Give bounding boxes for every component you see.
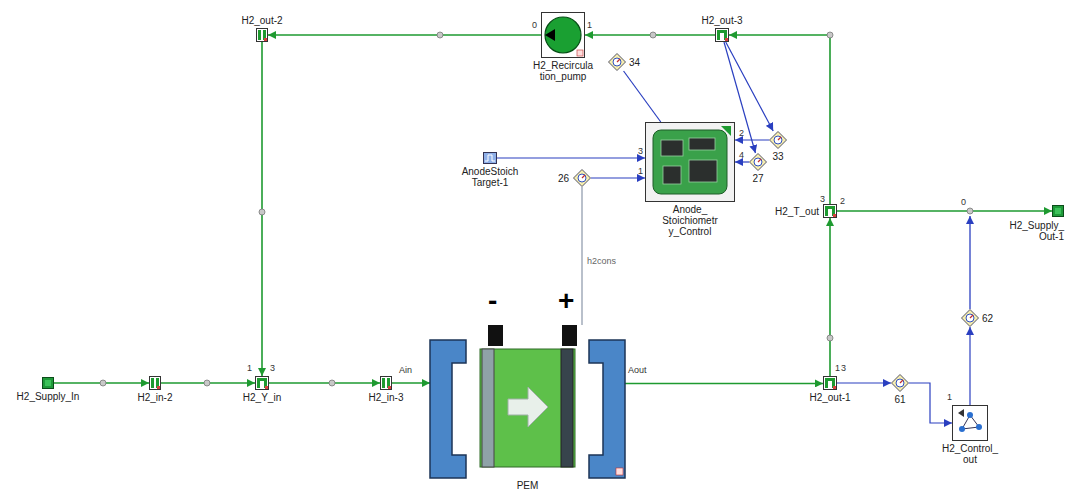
pipe-junction: H2_out-1 — [823, 376, 837, 390]
component-label: H2_in-3 — [368, 392, 403, 403]
port-number: 2 — [739, 128, 744, 138]
signal-line — [591, 177, 645, 178]
port-number: 3 — [270, 363, 275, 373]
signal-source: AnodeStoich Target-1 — [483, 152, 497, 164]
component-label: H2_Control_ out — [938, 443, 1002, 465]
component-label: H2_T_out — [775, 206, 819, 217]
signal-line — [735, 139, 769, 140]
sensor-diamond: 33 — [769, 131, 787, 149]
pipe-junction-icon — [255, 376, 269, 390]
sensor-diamond: 62 — [961, 309, 979, 327]
supply-port-icon — [1052, 205, 1064, 217]
component-label: AnodeStoich Target-1 — [454, 166, 526, 188]
sensor-diamond: 34 — [608, 53, 626, 71]
flow-pipe — [729, 35, 830, 204]
callout-number: 27 — [752, 173, 763, 184]
port-number: 1 — [835, 363, 840, 373]
control-block: H2_Control_ out — [952, 405, 988, 441]
callout-number: 62 — [982, 313, 993, 324]
signal-line — [726, 42, 773, 131]
signal-line — [909, 383, 952, 423]
pipe-junction: H2_Y_in — [255, 376, 269, 390]
pipe-component: H2_in-3 — [380, 376, 392, 390]
pipe-component-icon — [380, 376, 392, 390]
supply-port: H2_Supply_ Out-1 — [1052, 205, 1064, 217]
callout-number: 61 — [894, 394, 905, 405]
port-number: 3 — [638, 146, 643, 156]
port-number: 1 — [638, 166, 643, 176]
signal-source-icon — [483, 152, 497, 164]
sensor-diamond: 26 — [573, 169, 591, 187]
port-number: 2 — [840, 196, 845, 206]
component-label: H2_Supply_ Out-1 — [1002, 220, 1064, 242]
pipe-junction-icon — [823, 204, 837, 218]
port-number: 0 — [532, 20, 537, 30]
sensor-diamond: 61 — [891, 374, 909, 392]
sensor-diamond: 27 — [749, 153, 767, 171]
pipe-component-icon — [149, 376, 161, 390]
signal-name: h2cons — [586, 256, 617, 266]
port-number: 4 — [739, 150, 744, 160]
component-label: H2_Recircula tion_pump — [528, 60, 598, 82]
pipe-junction-icon — [823, 376, 837, 390]
component-label: H2_in-2 — [137, 392, 172, 403]
terminal-sign: + — [558, 286, 574, 315]
signal-line — [581, 187, 582, 325]
port-number: 1 — [947, 392, 952, 402]
pipe-component-icon — [256, 28, 268, 42]
pump-symbol: H2_Recircula tion_pump — [541, 12, 585, 58]
flow-pipe — [837, 210, 1052, 212]
port-number: 1 — [247, 363, 252, 373]
pipe-component: H2_in-2 — [149, 376, 161, 390]
component-label: H2_out-3 — [701, 15, 742, 26]
port-name: Aout — [628, 365, 647, 375]
callout-number: 26 — [558, 173, 569, 184]
port-name: Ain — [399, 365, 412, 375]
signal-line — [735, 161, 749, 162]
signal-wire — [969, 216, 970, 309]
terminal-sign: - — [488, 286, 497, 315]
port-number: 0 — [961, 197, 966, 207]
component-label: H2_Supply_In — [17, 391, 80, 402]
signal-line — [969, 327, 970, 405]
fuel-cell-stack: PEM — [430, 325, 625, 478]
controller-board: Anode_ Stoichiometr y_Control — [645, 122, 735, 202]
supply-port: H2_Supply_In — [42, 377, 54, 389]
signal-line — [837, 382, 891, 383]
flow-pipe — [268, 34, 541, 36]
supply-port-icon — [42, 377, 54, 389]
signal-line — [497, 157, 645, 158]
controller-board-icon — [645, 122, 735, 202]
pump-symbol-icon — [541, 12, 585, 58]
sensor-diamond-icon — [769, 131, 787, 149]
flow-pipe — [829, 218, 831, 376]
flow-pipe — [269, 382, 380, 384]
pipe-junction-icon — [715, 28, 729, 42]
component-label: H2_out-2 — [241, 15, 282, 26]
component-label: H2_out-1 — [809, 392, 850, 403]
port-number: 3 — [841, 363, 846, 373]
callout-number: 33 — [772, 151, 783, 162]
sensor-diamond-icon — [608, 53, 626, 71]
pipe-junction: H2_T_out — [823, 204, 837, 218]
pipe-junction: H2_out-3 — [715, 28, 729, 42]
component-label: H2_Y_in — [243, 392, 281, 403]
component-label: Anode_ Stoichiometr y_Control — [648, 204, 732, 237]
sensor-diamond-icon — [961, 309, 979, 327]
sensor-diamond-icon — [749, 153, 767, 171]
signal-line — [624, 71, 661, 122]
port-number: 1 — [587, 20, 592, 30]
control-block-icon — [952, 405, 988, 441]
fuel-cell-stack-icon — [430, 325, 625, 478]
sensor-diamond-icon — [573, 169, 591, 187]
pipe-component: H2_out-2 — [256, 28, 268, 42]
junction-dots — [100, 32, 973, 386]
port-number: 3 — [820, 194, 825, 204]
flow-pipe — [392, 382, 430, 384]
component-label: PEM — [517, 480, 539, 491]
flow-pipe — [625, 383, 823, 385]
sensor-diamond-icon — [891, 374, 909, 392]
callout-number: 34 — [629, 57, 640, 68]
